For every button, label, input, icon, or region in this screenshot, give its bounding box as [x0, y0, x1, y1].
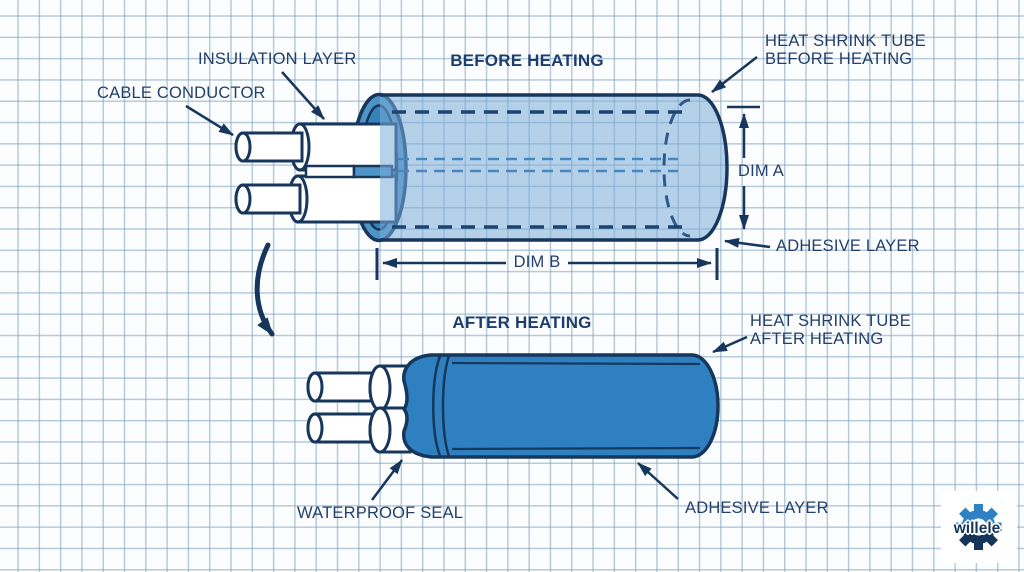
transition-curved-arrow: [254, 242, 275, 337]
adhesive-layer-top-label: ADHESIVE LAYER: [776, 237, 920, 255]
hst-before-arrow: [711, 56, 758, 93]
collar-ridge-1: [432, 355, 442, 457]
dim-a-label: DIM A: [738, 162, 784, 180]
hst-after-arrow: [712, 335, 748, 354]
waterproof-seal-label: WATERPROOF SEAL: [297, 504, 464, 522]
top-cable: [234, 122, 398, 172]
cable-gap-strip: [304, 164, 394, 179]
willele-logo-text: willele: [953, 520, 1001, 537]
leader-arrows-bottom: [371, 335, 748, 501]
after-bottom-cable: [306, 412, 385, 444]
dim-b-dimension: [375, 248, 719, 280]
after-heating-title: AFTER HEATING: [452, 313, 592, 332]
cable-conductor-label: CABLE CONDUCTOR: [97, 84, 266, 102]
before-heating-title: BEFORE HEATING: [450, 51, 604, 70]
leader-arrows-top: [185, 56, 771, 249]
collar-ridge-2: [441, 355, 451, 457]
dim-b-label: DIM B: [513, 253, 561, 271]
insulation-layer-label: INSULATION LAYER: [198, 50, 357, 68]
after-top-cable: [306, 371, 385, 403]
before-heating-figure: [234, 92, 729, 243]
insulation-layer-arrow: [281, 71, 325, 120]
heat-shrink-tube-before: [380, 93, 729, 242]
heat-shrink-tube-after: [401, 353, 720, 459]
waterproof-seal-arrow: [371, 459, 403, 501]
bottom-cable: [234, 174, 398, 224]
willele-logo: [941, 491, 1017, 563]
after-insulation-rings: [368, 364, 412, 454]
after-adhesive-line-bottom: [451, 446, 701, 451]
conductor-end-cap: [234, 131, 252, 163]
adhesive-layer-bottom-label: ADHESIVE LAYER: [685, 499, 829, 517]
adhesive-bottom-arrow: [637, 462, 679, 500]
hst-after-label: HEAT SHRINK TUBE AFTER HEATING: [750, 312, 911, 348]
after-adhesive-line-top: [451, 361, 701, 366]
cable-conductor-arrow: [185, 104, 234, 137]
hst-before-label: HEAT SHRINK TUBE BEFORE HEATING: [765, 32, 926, 68]
dim-a-dimension: [727, 105, 760, 230]
after-heating-figure: [306, 353, 720, 459]
adhesive-top-arrow: [724, 237, 771, 249]
